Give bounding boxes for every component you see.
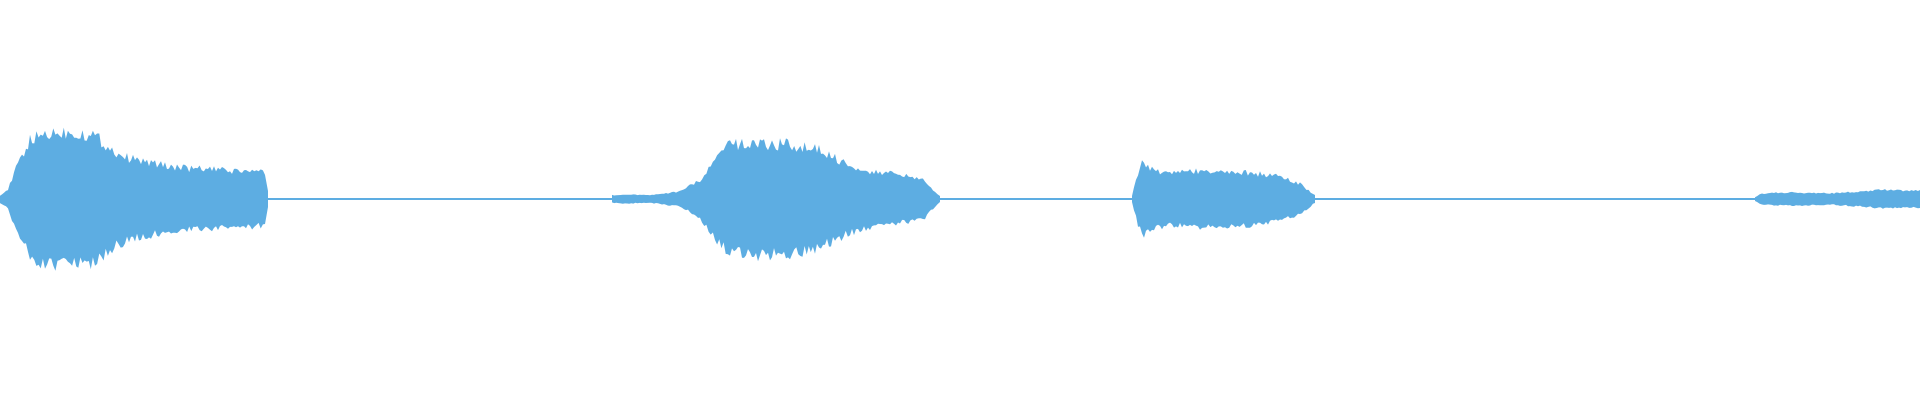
waveform-bursts: [0, 127, 1920, 271]
waveform-burst-1: [0, 127, 268, 271]
waveform-burst-3: [1132, 160, 1315, 238]
waveform-burst-4: [1755, 189, 1920, 209]
waveform-burst-2: [612, 138, 940, 262]
